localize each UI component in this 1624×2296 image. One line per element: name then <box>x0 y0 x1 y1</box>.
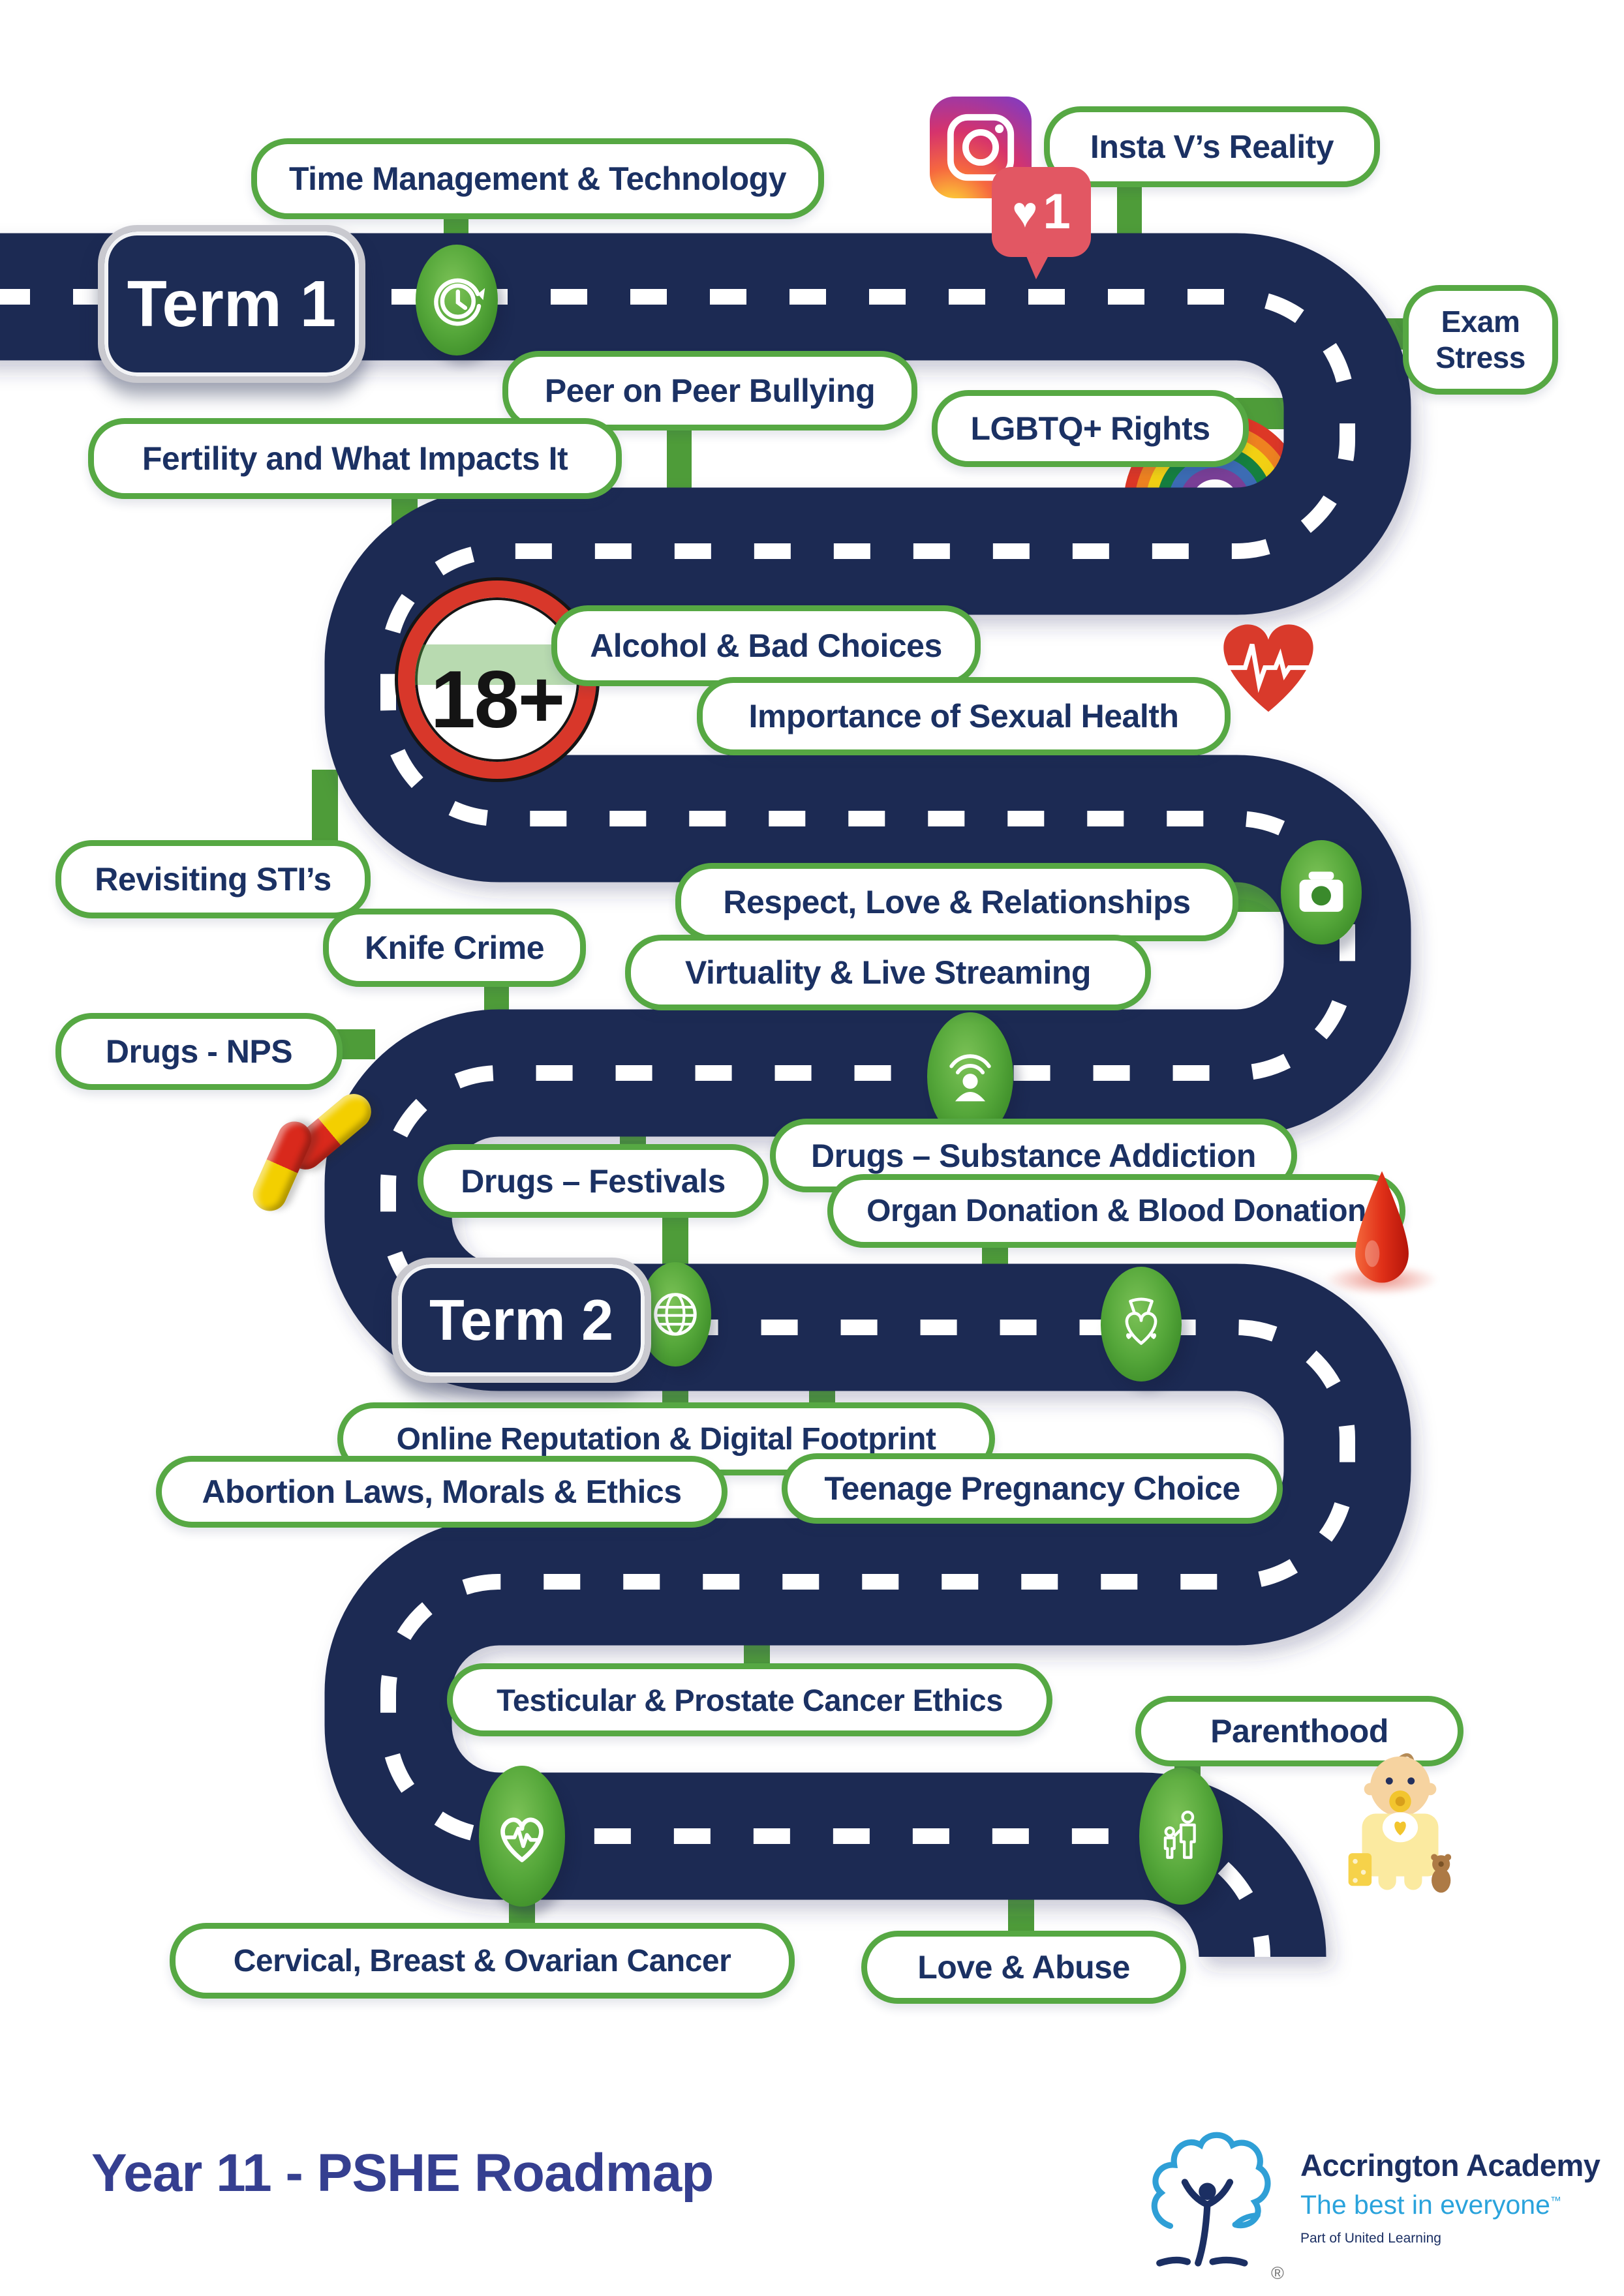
history-clock-icon <box>416 245 498 355</box>
topic-pill-alcohol: Alcohol & Bad Choices <box>551 605 981 686</box>
term-2-badge: Term 2 <box>391 1258 651 1383</box>
registered-mark: ® <box>1271 2263 1284 2283</box>
topic-pill-exam-stress: Exam Stress <box>1403 285 1558 395</box>
logo-name: Accrington Academy <box>1300 2148 1601 2183</box>
connector <box>1008 1893 1034 1937</box>
term-1-badge: Term 1 <box>98 225 365 383</box>
topic-pill-fertility: Fertility and What Impacts It <box>88 418 622 499</box>
road-center-line <box>0 289 1355 1957</box>
parent-child-icon <box>1139 1768 1223 1905</box>
topic-pill-respect-love: Respect, Love & Relationships <box>675 863 1238 941</box>
age-limit-text: 18+ <box>430 655 565 745</box>
topic-pill-virtuality: Virtuality & Live Streaming <box>625 935 1151 1010</box>
logo-subtext: Part of United Learning <box>1300 2231 1441 2246</box>
like-notification-icon: ♥ 1 <box>992 167 1091 257</box>
topic-pill-love-abuse: Love & Abuse <box>861 1931 1186 2004</box>
globe-icon <box>639 1262 711 1367</box>
topic-pill-abortion: Abortion Laws, Morals & Ethics <box>156 1456 728 1528</box>
heartbeat-icon <box>1221 624 1315 712</box>
topic-pill-testicular: Testicular & Prostate Cancer Ethics <box>447 1663 1052 1736</box>
connector <box>667 417 692 499</box>
topic-pill-revisiting-stis: Revisiting STI’s <box>55 840 371 918</box>
blood-drop-icon <box>1355 1171 1409 1283</box>
topic-pill-organ-donation: Organ Donation & Blood Donation <box>827 1174 1405 1248</box>
camera-icon <box>1281 840 1362 944</box>
topic-pill-peer-bullying: Peer on Peer Bullying <box>502 351 917 430</box>
topic-pill-knife-crime: Knife Crime <box>323 909 586 987</box>
heart-pulse-icon <box>479 1766 565 1907</box>
topic-pill-cervical: Cervical, Breast & Ovarian Cancer <box>170 1923 795 1999</box>
topic-pill-drugs-nps: Drugs - NPS <box>55 1013 343 1090</box>
topic-pill-sexual-health: Importance of Sexual Health <box>697 677 1231 755</box>
organ-donation-icon <box>1101 1267 1182 1382</box>
topic-pill-insta-reality: Insta V’s Reality <box>1044 106 1380 187</box>
logo-tagline: The best in everyone™ <box>1300 2190 1561 2220</box>
page-title: Year 11 - PSHE Roadmap <box>91 2143 714 2203</box>
tm-mark: ™ <box>1550 2194 1561 2207</box>
like-badge-tail <box>1022 252 1049 280</box>
topic-pill-drugs-festivals: Drugs – Festivals <box>418 1144 769 1218</box>
like-count: 1 <box>1043 184 1071 239</box>
accrington-academy-logo: ® Accrington Academy The best in everyon… <box>1143 2125 1601 2283</box>
like-heart-icon: ♥ <box>1012 188 1038 236</box>
topic-pill-teenage-pregnancy: Teenage Pregnancy Choice <box>782 1453 1283 1524</box>
topic-pill-lgbtq-rights: LGBTQ+ Rights <box>932 390 1249 467</box>
baby-graphic <box>1348 1753 1452 1893</box>
connector <box>312 770 338 851</box>
topic-pill-time-management: Time Management & Technology <box>251 138 824 219</box>
tree-logo-icon <box>1151 2132 1271 2267</box>
